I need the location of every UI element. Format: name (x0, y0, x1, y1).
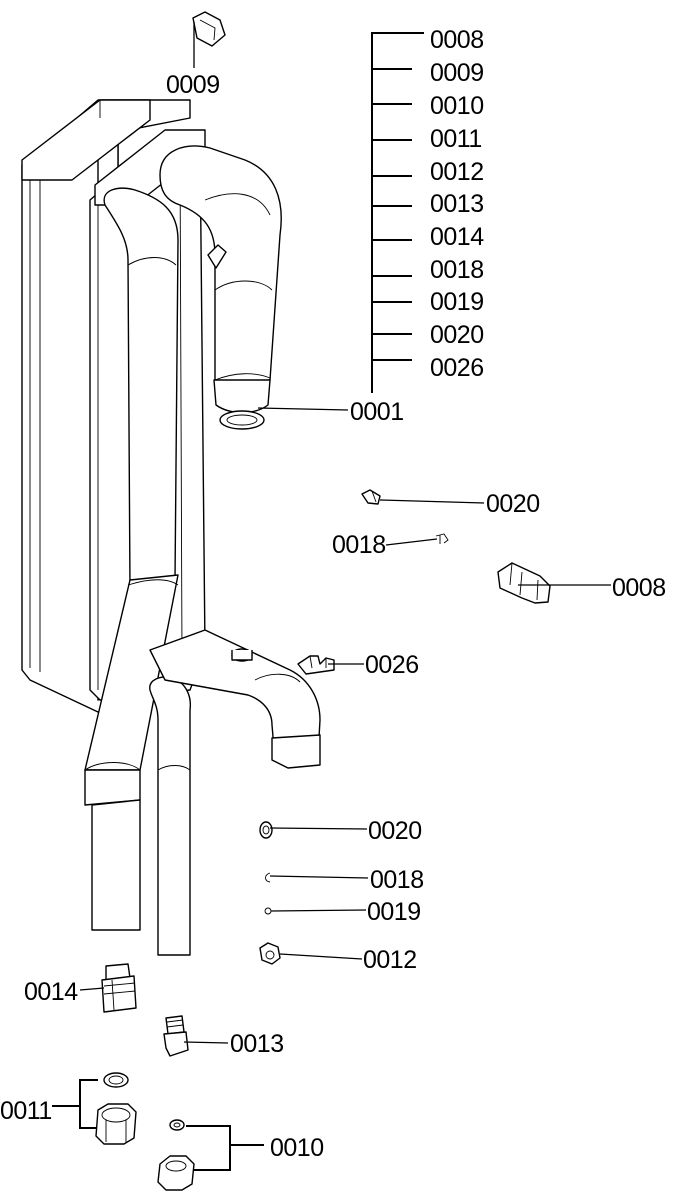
label-fitting-small: 0013 (230, 1030, 284, 1058)
part-clip-lower (265, 872, 369, 883)
assembly-list-item: 0008 (430, 26, 484, 54)
label-lower-sensor: 0020 (368, 817, 422, 845)
assembly-list-item: 0020 (430, 321, 484, 349)
assembly-list-item: 0011 (430, 125, 482, 153)
assembly-list-item: 0010 (430, 92, 484, 120)
label-lower-clip: 0018 (370, 866, 424, 894)
part-seal (264, 907, 367, 915)
assembly-list-item: 0019 (430, 288, 484, 316)
label-upper-clip: 0018 (332, 531, 386, 559)
label-seal: 0019 (367, 898, 421, 926)
assembly-list-item: 0013 (430, 190, 484, 218)
part-nut-seal-left (52, 1072, 137, 1145)
assembly-list-item: 0014 (430, 223, 484, 251)
part-clip-upper (385, 533, 449, 546)
label-nut-seal-right: 0010 (270, 1134, 324, 1162)
part-sensor-upper (361, 489, 485, 505)
part-0009-fitting (192, 11, 226, 68)
assembly-list-item: 0018 (430, 256, 484, 284)
assembly-list-item: 0012 (430, 158, 484, 186)
part-nut-seal-right (157, 1119, 264, 1191)
heat-exchanger-assembly (21, 99, 321, 956)
assembly-list-item: 0009 (430, 59, 484, 87)
part-fitting-small (163, 1015, 229, 1057)
label-bracket: 0026 (365, 651, 419, 679)
part-fitting-large (79, 963, 137, 1013)
label-top-part: 0009 (166, 71, 220, 99)
part-bracket (297, 655, 364, 675)
label-fitting-large: 0014 (24, 978, 78, 1006)
label-nut-seal-left: 0011 (0, 1097, 52, 1125)
part-connector (497, 562, 611, 604)
part-sensor-lower (259, 821, 368, 839)
label-nut: 0012 (363, 946, 417, 974)
assembly-list-item: 0026 (430, 354, 484, 382)
assembly-list-bracket (257, 32, 424, 411)
label-connector: 0008 (612, 574, 666, 602)
label-main-assembly: 0001 (350, 398, 404, 426)
part-nut (259, 942, 363, 965)
label-upper-sensor: 0020 (486, 490, 540, 518)
